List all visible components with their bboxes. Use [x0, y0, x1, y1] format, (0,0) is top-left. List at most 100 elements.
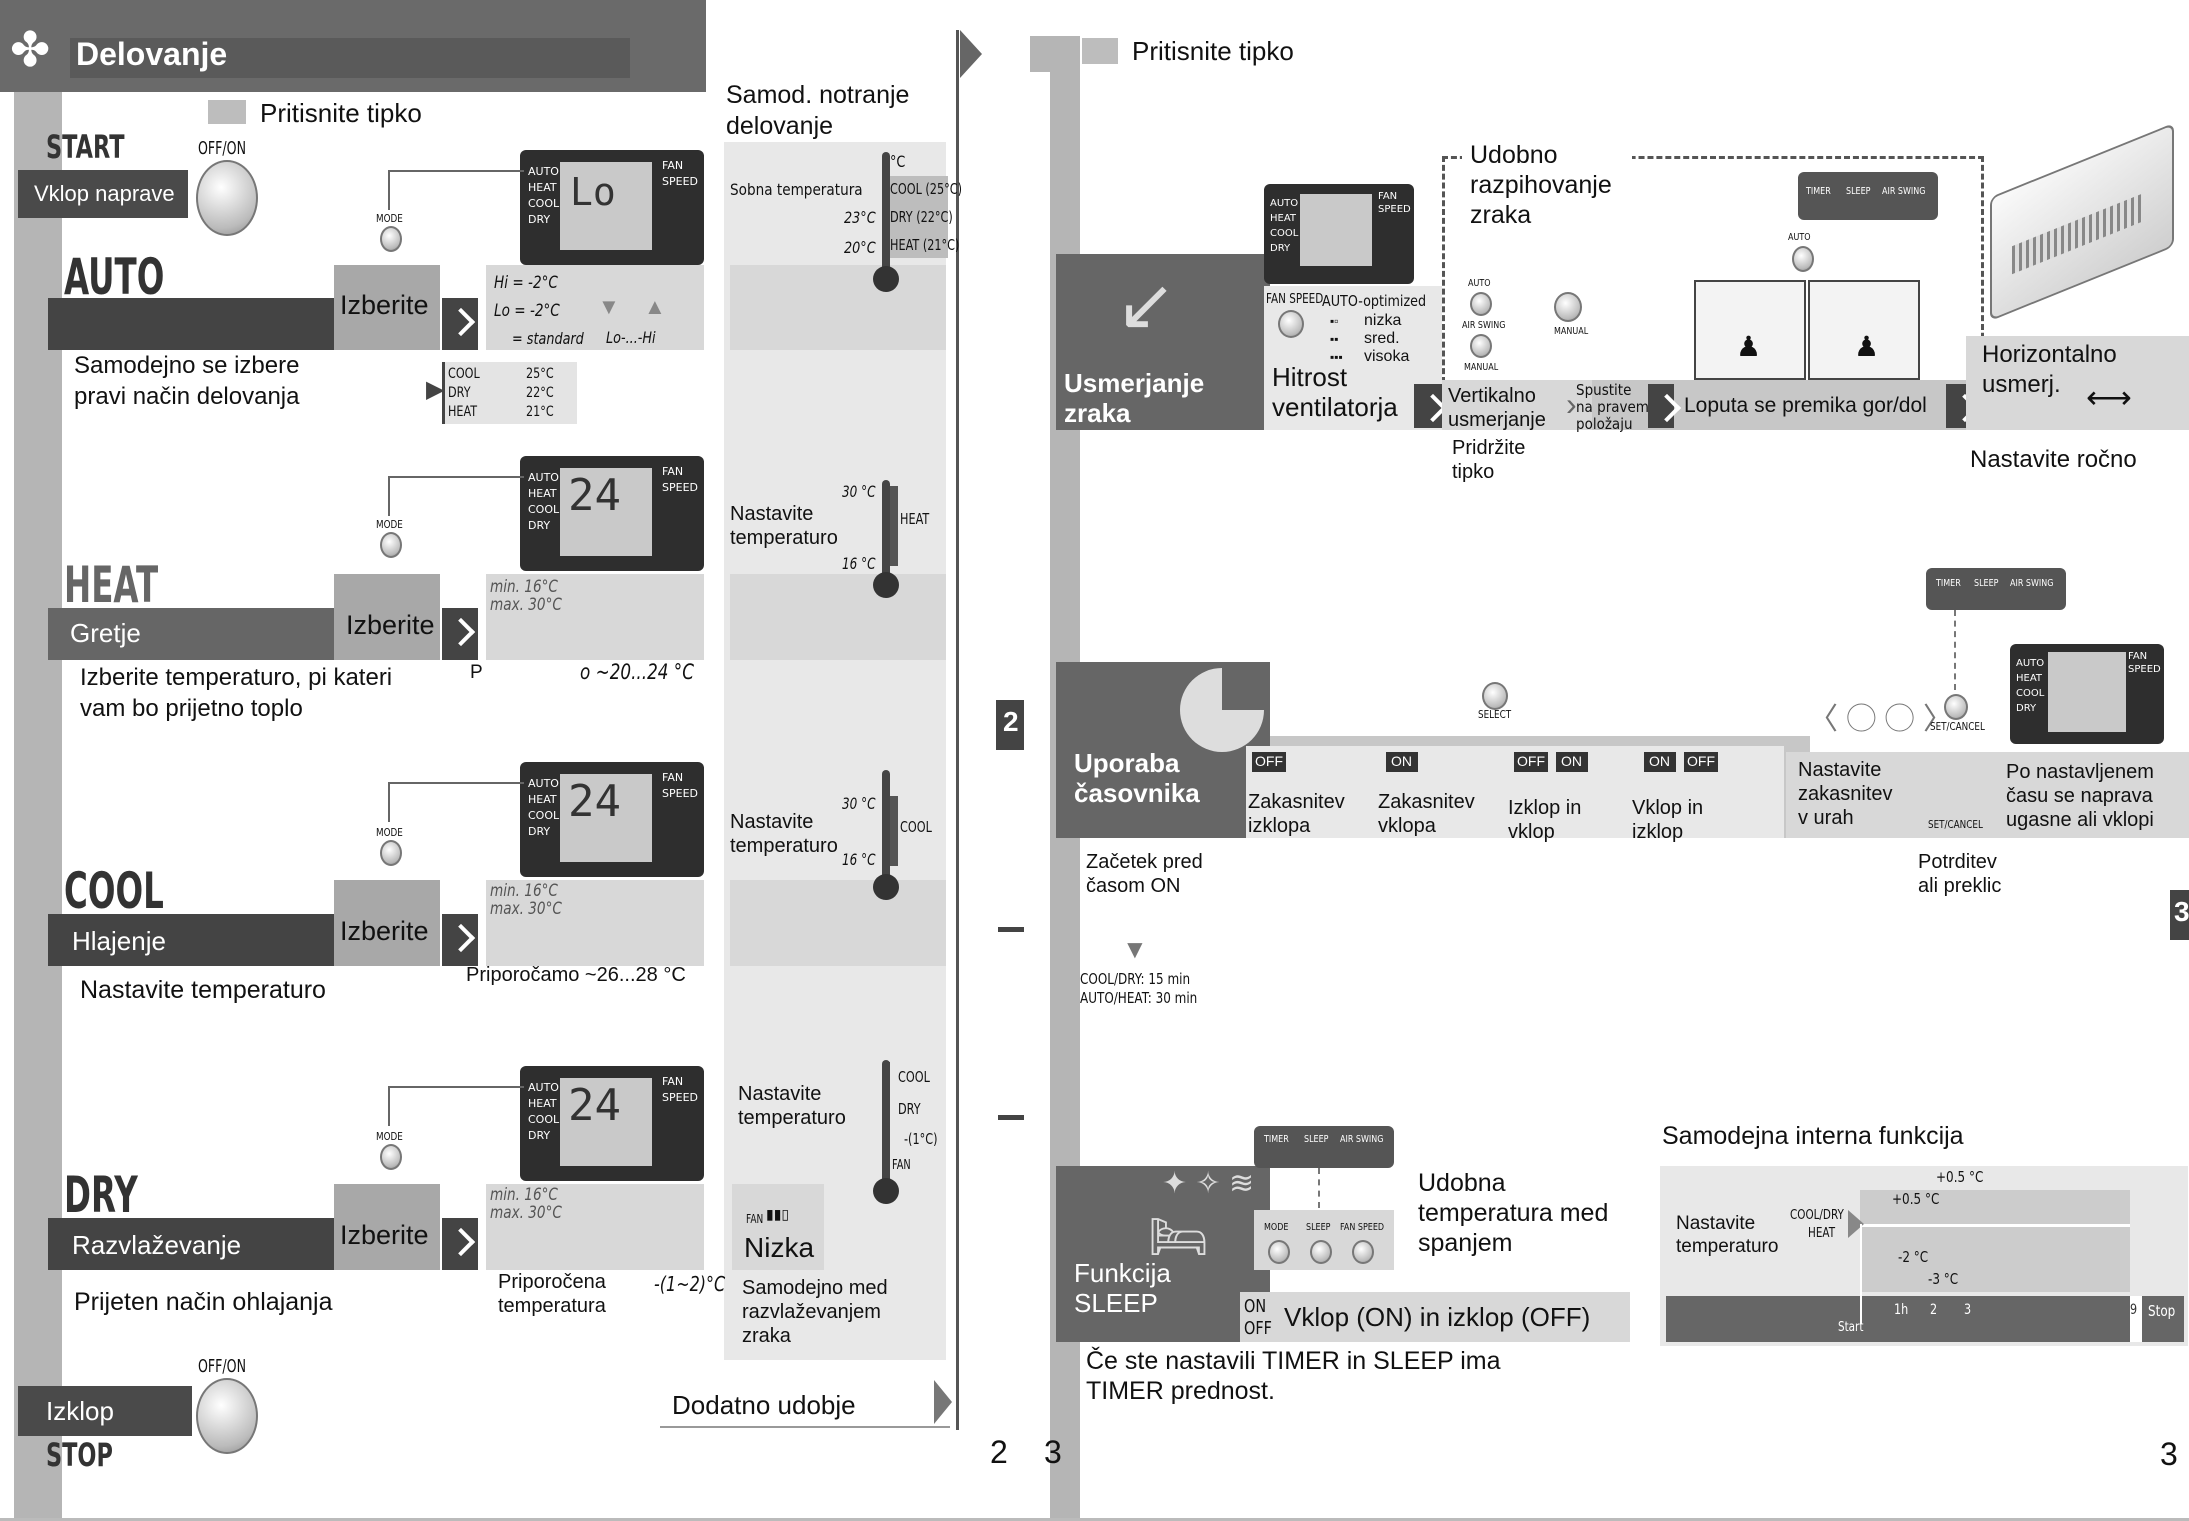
side-dry-set: Nastavite temperaturo: [738, 1083, 846, 1129]
btn-auto-label: AUTO: [1468, 278, 1491, 289]
t-on-2: ON: [1391, 753, 1412, 769]
start-offon-button[interactable]: [196, 160, 258, 236]
t-confirm: Potrditev ali preklic: [1918, 851, 2002, 897]
cool-mode-button[interactable]: [380, 840, 402, 866]
auto-choose-box: [334, 265, 440, 350]
press-key-swatch: [208, 100, 246, 124]
stop-bar: [18, 1386, 192, 1436]
top-auto-button[interactable]: [1792, 246, 1814, 272]
cool-choose-box: [334, 880, 440, 966]
auto-mode-wire: [388, 170, 524, 210]
ai-graph-upper: [1860, 1190, 2130, 1292]
stop-offon-button[interactable]: [196, 1378, 258, 1454]
cool-remote-display: AUTO HEAT COOL DRY 24 FAN SPEED: [520, 762, 704, 877]
t-cooldry: COOL/DRY: 15 min AUTO/HEAT: 30 min: [1080, 970, 1198, 1007]
side-title: Samod. notranje delovanje: [726, 81, 910, 140]
lcd-modes: AUTO HEAT COOL DRY: [528, 165, 560, 226]
cool-choose: Izberite: [340, 916, 429, 946]
fan-speed-button[interactable]: [1278, 310, 1304, 338]
strip2-timer: TIMER: [1936, 578, 1961, 589]
btn-manual2-label: MANUAL: [1554, 326, 1589, 337]
t-on-4: ON: [1649, 753, 1670, 769]
ai-start-tick: [1860, 1224, 1862, 1324]
lcd-screen: [1300, 194, 1372, 266]
press-key-swatch-right: [1082, 38, 1118, 64]
t-off-badge-4: [1684, 752, 1718, 772]
hold-label: Pridržite tipko: [1452, 437, 1526, 483]
start-label: START: [46, 128, 125, 166]
timer-remote-display: AUTO HEAT COOL DRY FAN SPEED: [2010, 644, 2164, 744]
sleep-title-box: [1056, 1166, 1270, 1342]
page-right-border: [956, 30, 959, 1430]
dry-mode-button[interactable]: [380, 1144, 402, 1170]
t-delay-off: Zakasnitev izklopa: [1248, 791, 1345, 837]
airswing-button[interactable]: [1470, 334, 1492, 358]
auto-t-dry: 22°C: [526, 385, 554, 401]
auto-cool: COOL: [448, 366, 480, 382]
comfort-air: Udobno razpihovanje zraka: [1470, 141, 1612, 229]
dry-chevron-icon: [442, 1218, 478, 1270]
dry-sub: Razvlaževanje: [72, 1230, 242, 1260]
wind-arrows-icon: ↙: [1116, 265, 1177, 345]
btn-airswing-label: AIR SWING: [1462, 320, 1506, 331]
lcd-screen: [560, 468, 652, 556]
side-cool-base: [730, 880, 946, 966]
extra-line: [660, 1426, 950, 1428]
side-auto-legend: [888, 176, 948, 258]
bed-icon: 🛏: [1148, 1211, 1209, 1264]
ai-p05b: +0.5 °C: [1892, 1190, 1940, 1208]
dry-choose-box: [334, 1184, 440, 1270]
dry-bar: [48, 1218, 336, 1270]
t-select-label: SELECT: [1478, 708, 1512, 721]
heat-choose: Izberite: [346, 610, 435, 640]
manual-button[interactable]: [1554, 292, 1582, 322]
sleep-mode-button[interactable]: [1268, 1240, 1290, 1264]
ai-heat: HEAT: [1808, 1226, 1836, 1241]
auto-dry: DRY: [448, 385, 471, 401]
lcd-24: 24: [568, 1080, 621, 1131]
vertical-arrow: ›: [1566, 386, 1577, 422]
setcancel-wire: [1954, 610, 1958, 690]
heat-rec-p: P: [470, 662, 483, 683]
room-diagram-1: ♟: [1694, 280, 1806, 380]
page-tab-3: [2170, 890, 2189, 940]
sleep-button[interactable]: [1310, 1240, 1332, 1264]
heat-mode-button[interactable]: [380, 532, 402, 558]
t-delay-on: Zakasnitev vklopa: [1378, 791, 1475, 837]
cool-title: COOL: [64, 862, 164, 920]
fan-auto: AUTO-optimized: [1322, 292, 1427, 310]
vertical-label: Vertikalno usmerjanje: [1448, 385, 1546, 431]
auto-down-icon: ▼: [598, 294, 620, 319]
side-dry-dry: DRY: [898, 1100, 921, 1118]
lcd-fan: FAN SPEED: [662, 1075, 698, 1104]
t-on-badge-2: [1386, 752, 1418, 772]
lcd-modes: AUTO HEAT COOL DRY: [528, 1081, 560, 1142]
sleep-fanspeed-button[interactable]: [1352, 1240, 1374, 1264]
louver-label: Loputa se premika gor/dol: [1684, 394, 1927, 417]
cool-mode-wire: [388, 782, 524, 822]
heat-mode-wire: [388, 476, 524, 516]
airswing-auto-button[interactable]: [1470, 292, 1492, 316]
side-dry-fan-small: FAN: [746, 1212, 764, 1226]
comfort-dashed-box: [1442, 156, 1984, 383]
extra-arrow: [934, 1380, 952, 1424]
auto-bar: [48, 298, 336, 350]
select-button[interactable]: [1482, 682, 1508, 710]
fan-speed-btn-label: FAN SPEED: [1266, 292, 1324, 307]
page-tab-3-label: 3: [2174, 896, 2189, 927]
side-cool-range: [890, 796, 898, 866]
side-c: °C: [890, 152, 906, 171]
strip-sleep: SLEEP: [1846, 186, 1871, 197]
side-cool: COOL (25°C): [890, 180, 962, 198]
dry-remote-display: AUTO HEAT COOL DRY 24 FAN SPEED: [520, 1066, 704, 1181]
auto-mode-button[interactable]: [380, 226, 402, 252]
margin-mark-1: [998, 927, 1024, 932]
fan-logo-icon: ✤: [10, 24, 51, 77]
setcancel-button[interactable]: [1944, 694, 1968, 720]
comfort-label-bg: [1462, 140, 1632, 240]
lcd-24: 24: [568, 470, 621, 521]
auto-chevron-icon: [442, 298, 478, 350]
lcd-fan: FAN SPEED: [662, 771, 698, 800]
side-cool-30: 30 °C: [842, 794, 876, 813]
heat-mode-label: MODE: [376, 518, 403, 531]
